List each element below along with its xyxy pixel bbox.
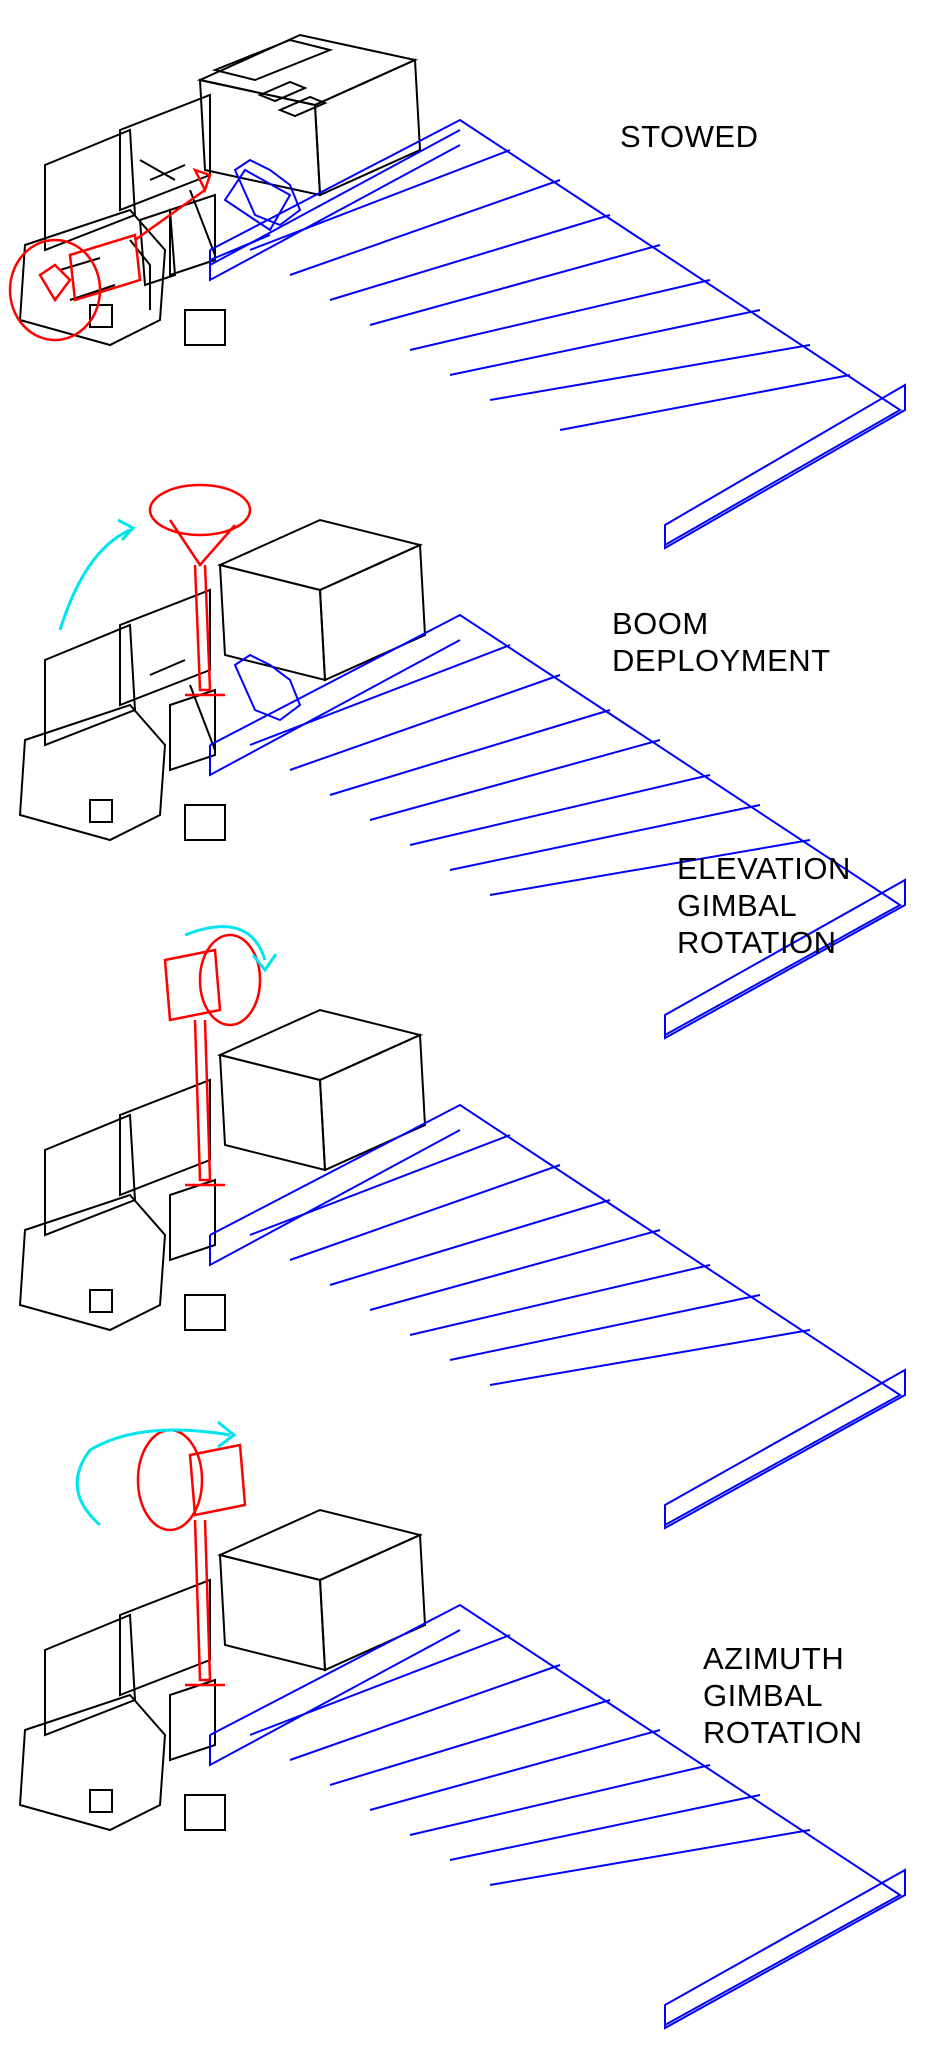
arrow-head-icon bbox=[251, 953, 278, 973]
spacecraft-drawing bbox=[18, 1420, 906, 2030]
spacecraft-body bbox=[18, 1008, 427, 1332]
solar-array bbox=[209, 1103, 906, 1530]
stage-stowed: STOWED bbox=[0, 0, 928, 550]
motion-arrow-icon bbox=[58, 528, 131, 631]
arrow-head-icon bbox=[217, 1420, 237, 1449]
spacecraft-drawing bbox=[18, 925, 906, 1530]
stage-label-line: ELEVATION bbox=[677, 851, 851, 886]
motion-arrow-icon bbox=[184, 925, 267, 961]
stage-label-line: ROTATION bbox=[703, 1715, 863, 1750]
spacecraft-body bbox=[18, 1508, 427, 1832]
spacecraft-body bbox=[18, 518, 427, 842]
solar-array bbox=[209, 118, 906, 550]
stage-label-line: GIMBAL bbox=[677, 888, 798, 923]
motion-arrow-icon bbox=[75, 1428, 231, 1527]
stage-label: AZIMUTH GIMBAL ROTATION bbox=[703, 1640, 863, 1751]
stage-azimuth-gimbal-rotation: AZIMUTH GIMBAL ROTATION bbox=[0, 1420, 928, 2030]
spacecraft-drawing bbox=[8, 33, 906, 550]
stage-label-line: GIMBAL bbox=[703, 1678, 824, 1713]
antenna-boom bbox=[148, 483, 252, 697]
stage-label-line: STOWED bbox=[620, 119, 759, 154]
stage-label: BOOM DEPLOYMENT bbox=[612, 605, 831, 679]
stage-boom-deployment: BOOM DEPLOYMENT bbox=[0, 483, 928, 1040]
antenna-boom bbox=[136, 1428, 247, 1687]
stage-label-line: BOOM bbox=[612, 606, 709, 641]
stage-label-line: AZIMUTH bbox=[703, 1641, 845, 1676]
stage-label-line: ROTATION bbox=[677, 925, 837, 960]
spacecraft-drawing bbox=[18, 483, 906, 1040]
antenna-boom bbox=[163, 933, 262, 1187]
arrow-head-icon bbox=[117, 518, 136, 542]
stage-label: STOWED bbox=[620, 118, 759, 155]
antenna-boom bbox=[8, 167, 212, 342]
stage-label-line: DEPLOYMENT bbox=[612, 643, 831, 678]
stage-elevation-gimbal-rotation: ELEVATION GIMBAL ROTATION bbox=[0, 851, 928, 1530]
solar-array bbox=[209, 613, 906, 1040]
solar-array bbox=[209, 1603, 906, 2030]
stage-label: ELEVATION GIMBAL ROTATION bbox=[677, 850, 851, 961]
